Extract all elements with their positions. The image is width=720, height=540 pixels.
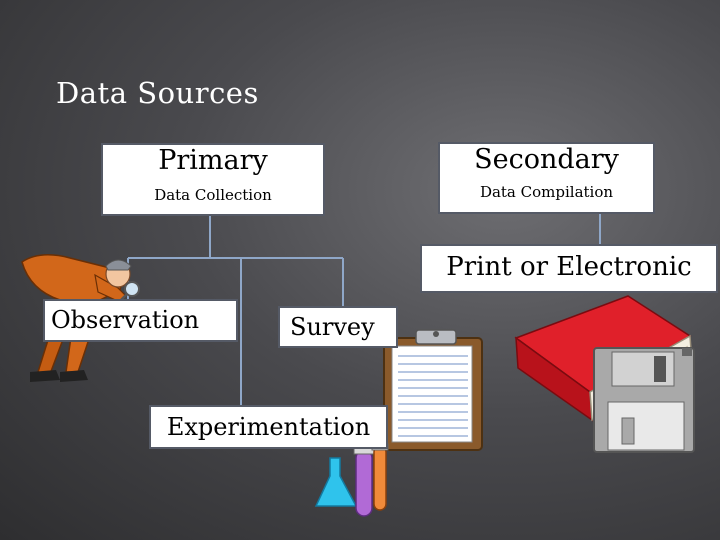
- primary-heading: Primary: [158, 145, 268, 176]
- experimentation-box: Experimentation: [149, 405, 388, 449]
- experimentation-label: Experimentation: [166, 413, 371, 441]
- print-electronic-label: Print or Electronic: [446, 252, 692, 282]
- secondary-heading: Secondary: [474, 144, 619, 175]
- survey-label: Survey: [290, 313, 375, 341]
- observation-label: Observation: [51, 306, 200, 334]
- primary-subheading: Data Collection: [154, 186, 272, 204]
- secondary-subheading: Data Compilation: [479, 183, 614, 201]
- print-electronic-box: Print or Electronic: [420, 244, 718, 293]
- survey-box: Survey: [278, 306, 398, 348]
- primary-box: Primary Data Collection: [101, 143, 325, 216]
- slide-title: Data Sources: [56, 76, 259, 110]
- observation-box: Observation: [43, 299, 238, 342]
- secondary-box: Secondary Data Compilation: [438, 142, 655, 214]
